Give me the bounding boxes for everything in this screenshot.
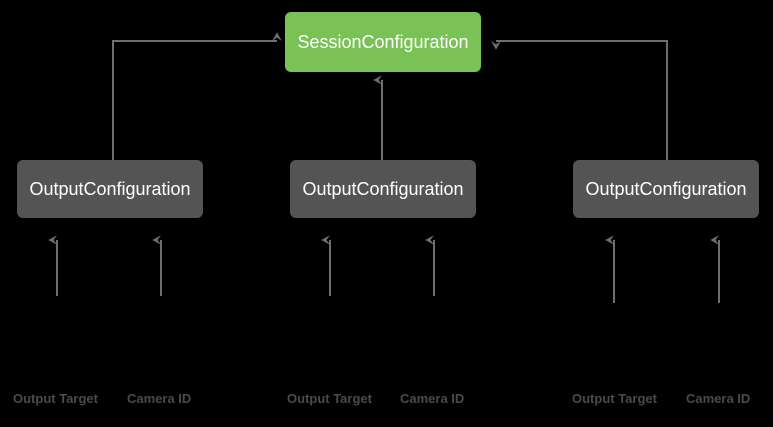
leaf-label-output-target-2: Output Target bbox=[287, 391, 372, 406]
leaf-label-camera-id-2: Camera ID bbox=[400, 391, 465, 406]
leaf-label-camera-id-1: Camera ID bbox=[127, 391, 192, 406]
connector-output1-to-session bbox=[112, 32, 282, 160]
leaf-label-camera-id-3: Camera ID bbox=[686, 391, 751, 406]
connector-output3-to-session bbox=[491, 40, 668, 160]
node-output-configuration-2: OutputConfiguration bbox=[290, 160, 476, 218]
node-output-configuration-3: OutputConfiguration bbox=[573, 160, 759, 218]
leaf-label-output-target-3: Output Target bbox=[572, 391, 657, 406]
leaf-label-output-target-1: Output Target bbox=[13, 391, 98, 406]
node-output-configuration-1: OutputConfiguration bbox=[17, 160, 203, 218]
node-session-configuration: SessionConfiguration bbox=[285, 12, 481, 72]
